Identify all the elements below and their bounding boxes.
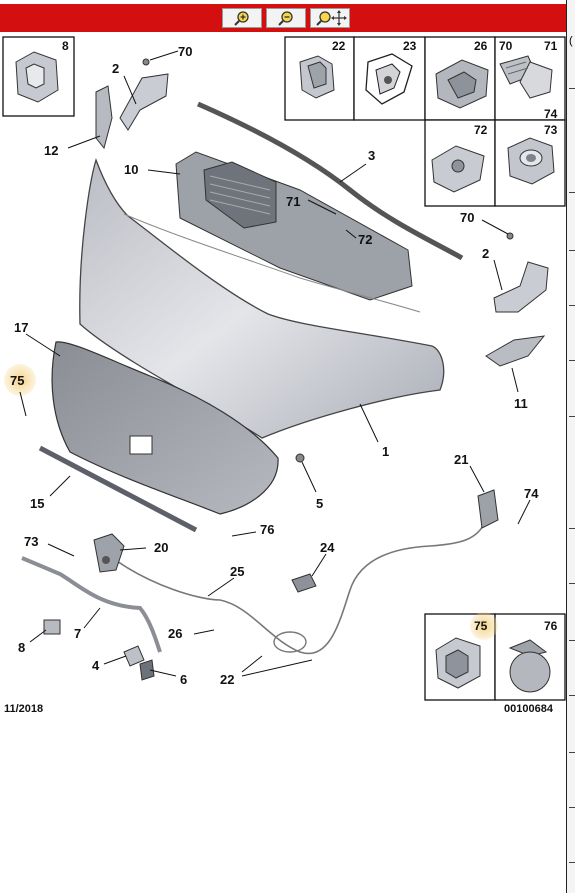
box-label-26: 26 — [474, 39, 488, 53]
parts-diagram: 8 22 23 26 70 71 74 7 — [2, 36, 566, 701]
highlight-callout-75 — [4, 364, 36, 396]
strip-char: ( — [569, 35, 573, 47]
callout-24: 24 — [320, 540, 335, 555]
cable-clip[interactable] — [291, 573, 317, 593]
seal-strip-lower[interactable] — [38, 445, 198, 533]
callout-71: 71 — [286, 194, 300, 209]
callout-15: 15 — [30, 496, 44, 511]
callout-70-right: 70 — [460, 210, 474, 225]
callout-10: 10 — [124, 162, 138, 177]
callout-2-right: 2 — [482, 246, 489, 261]
highlight-box-75 — [470, 612, 498, 640]
magnifier-plus-icon — [234, 11, 249, 26]
diagram-toolbar — [0, 4, 566, 32]
support-rod[interactable] — [21, 556, 162, 653]
callout-75: 75 — [10, 373, 24, 388]
box-label-22: 22 — [332, 39, 346, 53]
callout-3: 3 — [368, 148, 375, 163]
part-box-75-76[interactable]: 75 76 — [424, 612, 566, 701]
release-handle[interactable] — [477, 489, 499, 529]
callout-70-top: 70 — [178, 44, 192, 59]
callout-74: 74 — [524, 486, 539, 501]
grille-panel[interactable] — [175, 151, 413, 301]
side-panel-edge: ( — [566, 0, 575, 893]
callout-76: 76 — [260, 522, 274, 537]
callout-8: 8 — [18, 640, 25, 655]
box-label-72: 72 — [474, 123, 488, 137]
box-label-73: 73 — [544, 123, 558, 137]
box-label-74: 74 — [544, 107, 558, 121]
bump-stop[interactable] — [295, 453, 305, 463]
bonnet-panel[interactable] — [79, 157, 445, 439]
callout-73: 73 — [24, 534, 38, 549]
magnifier-move-icon — [316, 10, 347, 26]
callout-17: 17 — [14, 320, 28, 335]
callout-21: 21 — [454, 452, 468, 467]
callout-labels: 70 2 12 10 3 71 72 70 2 17 75 11 1 15 5 … — [10, 44, 539, 687]
rod-clip[interactable] — [43, 619, 61, 635]
callout-2-left: 2 — [112, 61, 119, 76]
callout-4: 4 — [92, 658, 100, 673]
callout-22: 22 — [220, 672, 234, 687]
zoom-in-button[interactable] — [222, 8, 262, 28]
insulation-panel[interactable] — [51, 341, 279, 515]
diagram-reference: 00100684 — [504, 703, 553, 715]
seal-strip[interactable] — [196, 101, 464, 261]
grommet[interactable] — [139, 659, 155, 681]
part-box-8[interactable]: 8 — [2, 36, 75, 117]
callout-26: 26 — [168, 626, 182, 641]
callout-72: 72 — [358, 232, 372, 247]
box-label-8: 8 — [62, 39, 69, 53]
box-label-76: 76 — [544, 619, 558, 633]
callout-1: 1 — [382, 444, 389, 459]
hinge-left[interactable] — [95, 58, 169, 150]
callout-25: 25 — [230, 564, 244, 579]
magnifier-minus-icon — [278, 11, 293, 26]
zoom-out-button[interactable] — [266, 8, 306, 28]
box-label-70: 70 — [499, 39, 513, 53]
box-label-71: 71 — [544, 39, 558, 53]
callout-12: 12 — [44, 143, 58, 158]
callout-5: 5 — [316, 496, 323, 511]
box-label-75: 75 — [474, 619, 488, 633]
pan-zoom-button[interactable] — [310, 8, 350, 28]
box-label-23: 23 — [403, 39, 417, 53]
callout-11: 11 — [514, 396, 528, 411]
hinge-right[interactable] — [485, 232, 549, 367]
diagram-date: 11/2018 — [4, 703, 44, 715]
callout-20: 20 — [154, 540, 168, 555]
leader-lines — [19, 50, 531, 677]
release-cable[interactable] — [109, 519, 487, 655]
part-box-grid: 22 23 26 70 71 74 72 73 — [284, 36, 566, 207]
lock-assembly[interactable] — [93, 533, 125, 573]
rod-holder[interactable] — [123, 645, 145, 667]
callout-7: 7 — [74, 626, 81, 641]
callout-6: 6 — [180, 672, 187, 687]
